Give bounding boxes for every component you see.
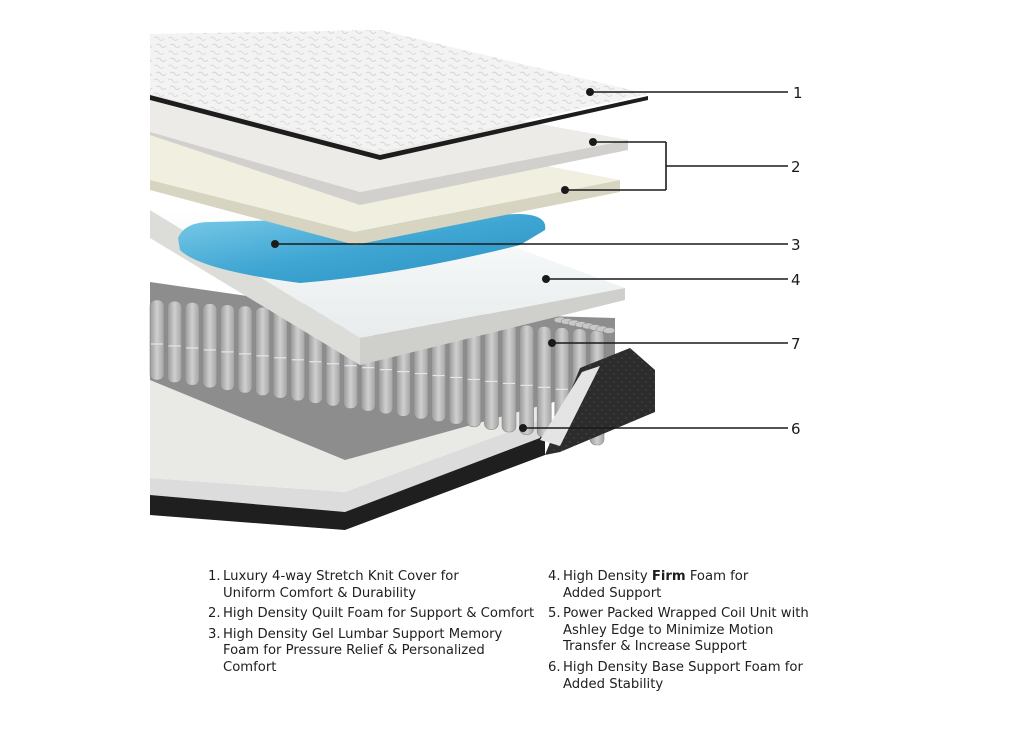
legend-text-pre: High Density xyxy=(563,569,652,584)
coil xyxy=(167,300,182,383)
dot-6 xyxy=(519,424,527,432)
callout-4: 4 xyxy=(791,271,801,289)
coil xyxy=(501,323,517,433)
legend-text: High Density Firm Foam for Added Support xyxy=(563,569,748,602)
legend-item-2: 2. High Density Quilt Foam for Support &… xyxy=(208,606,538,623)
knit-cover-layer xyxy=(150,30,648,160)
coil xyxy=(237,305,253,394)
legend-item-4: 4. High Density Firm Foam for Added Supp… xyxy=(548,569,818,602)
callout-3: 3 xyxy=(791,236,801,254)
callout-dots xyxy=(271,88,597,432)
legend-right: 4. High Density Firm Foam for Added Supp… xyxy=(548,569,818,697)
coil xyxy=(519,324,534,435)
legend-num: 6. xyxy=(548,659,561,675)
coil-cap xyxy=(602,327,616,334)
callout-6: 6 xyxy=(791,420,801,438)
legend-text: High Density Gel Lumbar Support Memory F… xyxy=(223,626,503,675)
dot-7 xyxy=(548,339,556,347)
legend-text-bold: Firm xyxy=(651,569,686,584)
legend-text: High Density Quilt Foam for Support & Co… xyxy=(223,606,535,622)
coil xyxy=(220,304,235,391)
coil xyxy=(272,308,288,399)
legend-left: 1. Luxury 4-way Stretch Knit Cover for U… xyxy=(208,569,538,681)
legend-num: 5. xyxy=(548,606,561,622)
dot-2b xyxy=(561,186,569,194)
coil xyxy=(202,303,218,389)
legend-text: Luxury 4-way Stretch Knit Cover for Unif… xyxy=(223,569,459,601)
callout-leaders xyxy=(275,91,788,429)
callout-2: 2 xyxy=(791,158,801,176)
callout-7: 7 xyxy=(791,335,801,353)
legend-text: High Density Base Support Foam for Added… xyxy=(563,659,803,692)
dot-1 xyxy=(586,88,594,96)
gel-foam-layer xyxy=(178,214,546,283)
dot-3 xyxy=(271,240,279,248)
callout-1: 1 xyxy=(793,84,803,102)
legend-item-3: 3. High Density Gel Lumbar Support Memor… xyxy=(208,627,538,677)
legend-num: 4. xyxy=(548,569,561,584)
dot-4 xyxy=(542,275,550,283)
legend-num: 3. xyxy=(208,626,221,642)
legend-item-5: 5. Power Packed Wrapped Coil Unit with A… xyxy=(548,606,818,656)
coil xyxy=(184,302,200,386)
legend-text: Power Packed Wrapped Coil Unit with Ashl… xyxy=(563,606,809,655)
coil xyxy=(255,306,270,396)
legend-item-6: 6. High Density Base Support Foam for Ad… xyxy=(548,660,818,693)
coil xyxy=(484,322,499,430)
legend-num: 2. xyxy=(208,606,221,622)
coil xyxy=(149,299,165,381)
dot-2a xyxy=(589,138,597,146)
legend-item-1: 1. Luxury 4-way Stretch Knit Cover for U… xyxy=(208,569,538,602)
legend-num: 1. xyxy=(208,569,221,584)
legend-text-post: Foam for Added Support xyxy=(563,569,749,601)
